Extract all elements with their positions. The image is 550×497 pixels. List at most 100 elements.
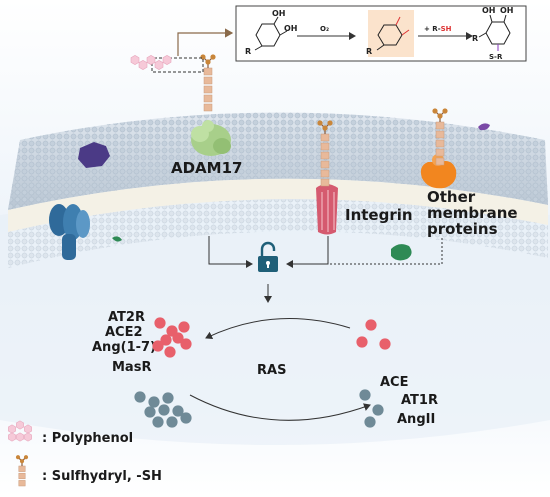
stalk-segment — [320, 151, 330, 160]
stalk-segment — [320, 160, 330, 169]
red-molecule — [365, 319, 377, 331]
gray-molecule — [134, 391, 146, 403]
stalk-segment — [203, 103, 213, 112]
sulfhydryl-node — [432, 108, 438, 114]
sulfhydryl-node — [437, 113, 443, 119]
r-label: R — [366, 47, 372, 56]
thiol-catechol-structure — [478, 14, 511, 51]
gray-molecule — [172, 405, 184, 417]
s-r-label: S-R — [489, 53, 503, 61]
gray-molecule — [180, 412, 192, 424]
sulfhydryl-node — [23, 455, 29, 460]
oh-label: OH — [284, 24, 298, 33]
small-green-protein — [112, 236, 122, 242]
stalk-segment — [203, 76, 213, 85]
stalk-segment — [320, 133, 330, 142]
stalk-segment — [435, 121, 445, 130]
unlock-icon — [258, 241, 278, 272]
red-molecule — [160, 334, 172, 346]
sulfhydryl-node — [15, 455, 21, 460]
polyphenol-hexagon — [138, 60, 148, 70]
polyphenol-hexagon — [154, 60, 164, 70]
other-proteins-label-line1: Other — [427, 188, 476, 206]
polyphenol-icon — [16, 432, 24, 442]
red-molecule — [164, 346, 176, 358]
stalk-segment — [203, 85, 213, 94]
reagent-label: + R-SH — [424, 25, 452, 33]
ras-left-label: MasR — [112, 360, 151, 375]
red-molecule — [172, 332, 184, 344]
sulfhydryl-node — [19, 459, 25, 464]
stalk-segment — [18, 480, 26, 487]
gray-molecule — [162, 392, 174, 404]
adam17-protein — [191, 120, 231, 156]
oh-label: OH — [500, 6, 514, 15]
r-label: R — [472, 34, 478, 43]
other-proteins-label-line3: proteins — [427, 220, 498, 238]
stalk-segment — [435, 148, 445, 157]
gray-molecule — [166, 416, 178, 428]
adam17-label: ADAM17 — [171, 159, 242, 177]
stalk-segment — [18, 472, 26, 480]
gray-molecule — [359, 389, 371, 401]
legend-polyphenol-label: : Polyphenol — [42, 431, 133, 446]
legend-sulfhydryl-label: : Sulfhydryl, -SH — [42, 469, 162, 484]
oh-label: OH — [482, 6, 496, 15]
red-molecule — [180, 338, 192, 350]
ras-molecules — [134, 317, 391, 428]
purple-protein — [78, 142, 110, 168]
oh-label: OH — [272, 9, 286, 18]
ras-right-label: AngII — [397, 412, 435, 427]
quinone-structure — [376, 16, 410, 51]
polyphenol-icon — [24, 424, 32, 434]
sulfhydryl-node — [200, 54, 206, 60]
stalk-segment — [203, 67, 213, 76]
ras-right-label: AT1R — [401, 393, 438, 408]
reaction-box — [235, 5, 527, 62]
gray-molecule — [152, 416, 164, 428]
gray-molecule — [148, 396, 160, 408]
ras-right-label: ACE — [380, 375, 408, 390]
stalk-segment — [203, 94, 213, 103]
integrin-label: Integrin — [345, 206, 413, 224]
r-label: R — [245, 47, 251, 56]
red-molecule — [178, 321, 190, 333]
ras-label: RAS — [257, 363, 286, 378]
polyphenol-hexagon — [146, 55, 156, 65]
cell-membrane — [8, 112, 548, 268]
gray-molecule — [158, 404, 170, 416]
signal-connectors — [208, 236, 443, 303]
polyphenol-icon — [24, 432, 32, 442]
ras-left-label: ACE2 — [105, 325, 143, 340]
stalk-segment — [435, 130, 445, 139]
stalk-segment — [320, 178, 330, 187]
red-molecule — [152, 340, 164, 352]
oxidant-label: O₂ — [320, 25, 329, 33]
sulfhydryl-node — [322, 125, 328, 131]
gray-molecule — [364, 416, 376, 428]
integrin-protein — [316, 184, 338, 235]
sulfhydryl-node — [327, 120, 333, 126]
legend-icons — [8, 420, 32, 487]
polyphenol-icon — [8, 432, 16, 442]
sulfhydryl-stalk — [432, 108, 448, 166]
sulfhydryl-stalk — [15, 455, 29, 487]
ras-left-label: AT2R — [108, 310, 145, 325]
green-protein-inner — [391, 244, 412, 261]
polyphenol-icon — [8, 424, 16, 434]
polyphenol-hexagon — [162, 55, 172, 65]
gray-molecule — [372, 404, 384, 416]
gray-molecule — [144, 406, 156, 418]
catechol-structure — [254, 16, 288, 51]
polyphenol-molecules — [130, 55, 172, 70]
polyphenol-icon — [16, 420, 24, 430]
stalk-segment — [320, 169, 330, 178]
red-molecule — [154, 317, 166, 329]
polyphenol-hexagon — [130, 55, 140, 65]
sulfhydryl-node — [442, 108, 448, 114]
sulfhydryl-stalks — [200, 54, 448, 187]
sulfhydryl-node — [205, 59, 211, 65]
ras-cycle — [189, 318, 371, 421]
red-molecule — [356, 336, 368, 348]
